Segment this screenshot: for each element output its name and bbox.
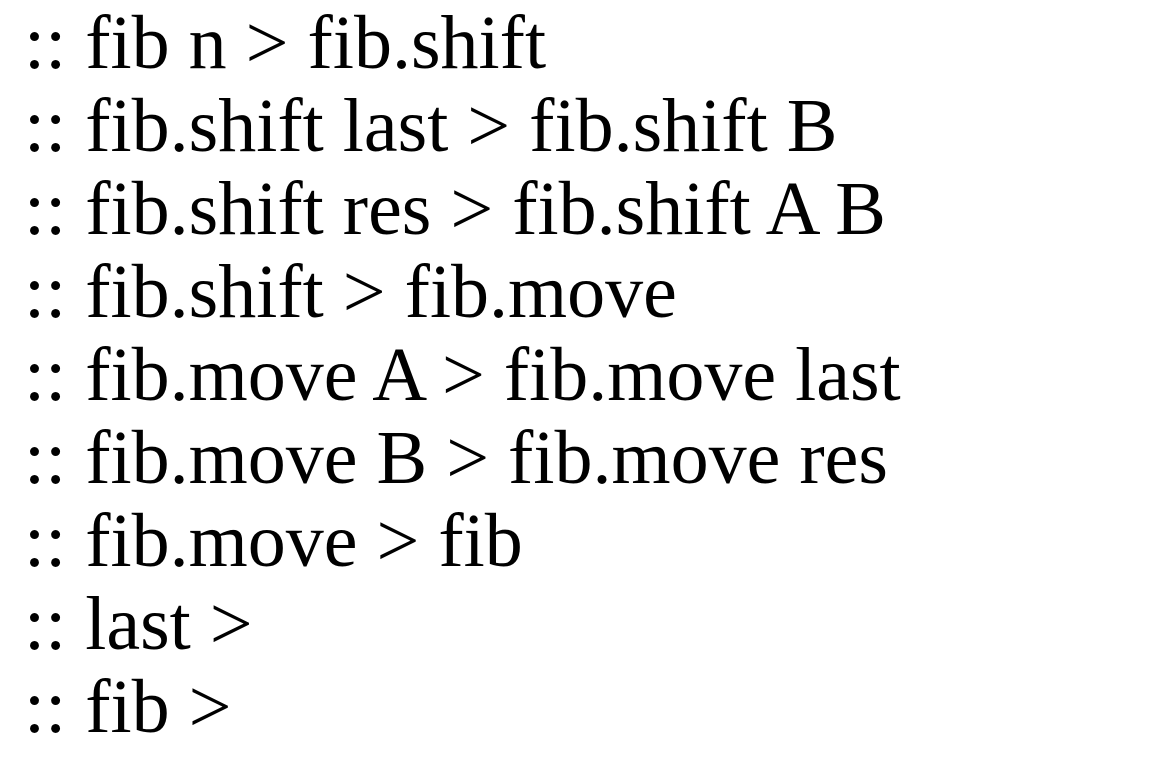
code-line: :: fib.move B > fib.move res [24,416,888,500]
code-line: :: fib > [24,665,232,749]
code-line: :: last > [24,582,253,666]
code-listing: :: fib n > fib.shift :: fib.shift last >… [24,2,1134,762]
code-line: :: fib.move A > fib.move last [24,333,901,417]
code-line: :: fib.shift last > fib.shift B [24,84,838,168]
code-line: :: fib n > fib.shift [24,1,547,85]
code-line: :: fib.move > fib [24,499,523,583]
code-line: :: fib.shift res > fib.shift A B [24,167,886,251]
code-line: :: fib.shift > fib.move [24,250,677,334]
